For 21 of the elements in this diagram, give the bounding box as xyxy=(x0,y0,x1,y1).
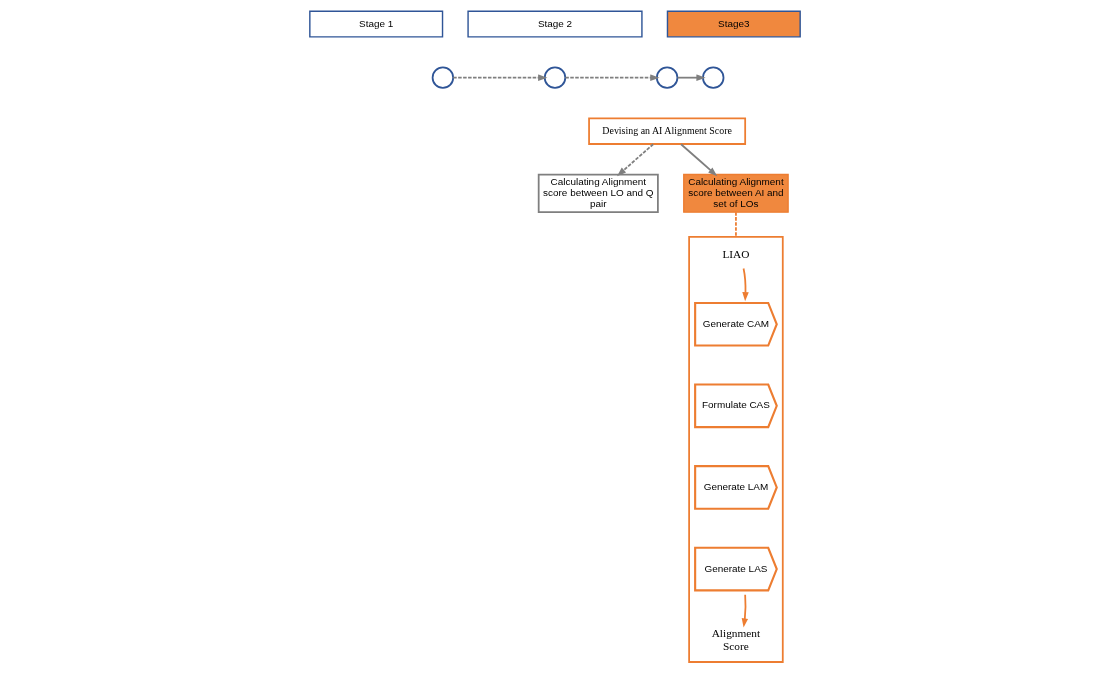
node-circle xyxy=(543,66,567,89)
node-circle xyxy=(655,66,679,89)
arrow xyxy=(680,143,718,177)
arrow xyxy=(742,267,749,302)
arrow xyxy=(564,74,660,81)
node-box: Stage 1 xyxy=(309,10,444,38)
node-box: Devising an AI Alignment Score xyxy=(588,117,747,145)
node-box: Calculating Alignment score between AI and set of LOs xyxy=(683,173,789,213)
arrow xyxy=(676,74,706,81)
arrow xyxy=(741,593,749,628)
arrow xyxy=(452,74,548,81)
node-text: LIAO xyxy=(722,248,750,261)
arrow xyxy=(616,143,655,177)
node-circle xyxy=(431,66,455,89)
connector xyxy=(735,211,737,238)
node-text: Alignment Score xyxy=(711,627,761,652)
node-box: Stage3 xyxy=(666,10,801,38)
node-box: Stage 2 xyxy=(467,10,643,38)
node-circle xyxy=(702,66,725,89)
node-box: Calculating Alignment score between LO and Q pair xyxy=(537,173,659,213)
cluster xyxy=(688,236,784,663)
